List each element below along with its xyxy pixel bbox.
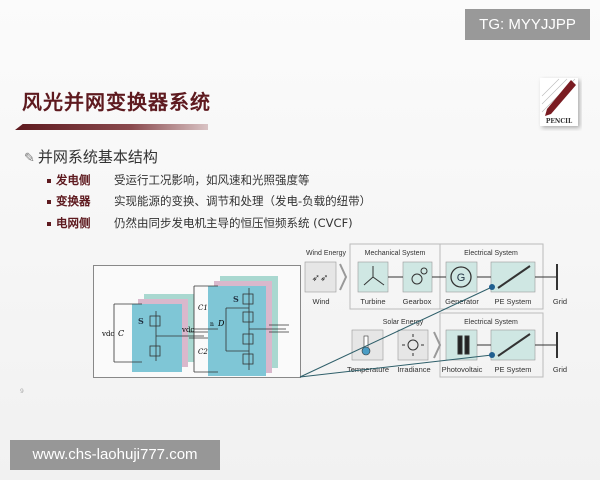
- bullet-text: 受运行工况影响，如风速和光照强度等: [114, 173, 310, 187]
- heading-text: 并网系统基本结构: [37, 148, 158, 166]
- svg-text:Generator: Generator: [445, 297, 479, 306]
- svg-text:Grid: Grid: [553, 365, 567, 374]
- svg-text:PENCIL: PENCIL: [546, 118, 573, 125]
- svg-text:C: C: [118, 329, 124, 338]
- svg-text:Electrical System: Electrical System: [464, 319, 518, 326]
- bullet-item: 电网侧 仍然由同步发电机主导的恒压恒频系统 (CVCF): [47, 215, 353, 231]
- pencil-logo: PENCIL: [540, 78, 578, 126]
- svg-text:Mechanical System: Mechanical System: [365, 250, 426, 257]
- svg-text:C2: C2: [198, 348, 208, 356]
- svg-text:Solar Energy: Solar Energy: [383, 319, 424, 326]
- bullet-text: 仍然由同步发电机主导的恒压恒频系统 (CVCF): [114, 216, 353, 230]
- svg-text:n: n: [210, 321, 214, 328]
- watermark-top: TG: MYYJJPP: [465, 9, 590, 40]
- svg-text:Photovoltaic: Photovoltaic: [442, 365, 483, 374]
- bullet-icon: [47, 199, 51, 204]
- gearbox-icon: [402, 261, 433, 293]
- svg-text:Electrical System: Electrical System: [464, 250, 518, 257]
- svg-text:PE System: PE System: [494, 297, 531, 306]
- svg-text:S: S: [233, 294, 239, 304]
- page-number: 9: [20, 388, 24, 395]
- bullet-label: 电网侧: [56, 216, 91, 230]
- svg-text:vdc: vdc: [181, 326, 194, 334]
- svg-text:Wind: Wind: [312, 297, 329, 306]
- pencil-icon: ✎: [24, 151, 35, 166]
- svg-text:Turbine: Turbine: [360, 297, 385, 306]
- svg-text:S: S: [138, 316, 144, 326]
- bullet-label: 变换器: [56, 194, 91, 208]
- bullet-item: 变换器 实现能源的变换、调节和处理（发电-负载的纽带）: [47, 193, 371, 209]
- svg-text:Wind Energy: Wind Energy: [306, 250, 347, 257]
- svg-text:Gearbox: Gearbox: [403, 297, 432, 306]
- svg-text:➶➶: ➶➶: [312, 273, 329, 284]
- svg-text:PE System: PE System: [494, 365, 531, 374]
- converter-circuit-figure: vdc C S vdc C1 C2 n D S: [93, 265, 301, 378]
- title-underline: [15, 124, 208, 130]
- bullet-label: 发电侧: [56, 173, 91, 187]
- section-heading: ✎并网系统基本结构: [24, 146, 158, 167]
- slide-title: 风光并网变换器系统: [22, 90, 211, 114]
- svg-text:C1: C1: [198, 304, 208, 312]
- bullet-text: 实现能源的变换、调节和处理（发电-负载的纽带）: [114, 194, 372, 208]
- watermark-url: www.chs-laohuji777.com: [10, 440, 220, 470]
- wind-icon: [304, 261, 337, 293]
- svg-text:G: G: [457, 272, 466, 284]
- svg-text:Irradiance: Irradiance: [397, 365, 430, 374]
- svg-text:D: D: [217, 319, 225, 328]
- bullet-icon: [47, 178, 51, 183]
- wind-solar-system-diagram: Wind Energy Mechanical System Electrical…: [299, 243, 567, 378]
- bullet-icon: [47, 221, 51, 226]
- svg-text:Grid: Grid: [553, 297, 567, 306]
- bullet-item: 发电侧 受运行工况影响，如风速和光照强度等: [47, 172, 310, 188]
- svg-text:vdc: vdc: [101, 330, 114, 338]
